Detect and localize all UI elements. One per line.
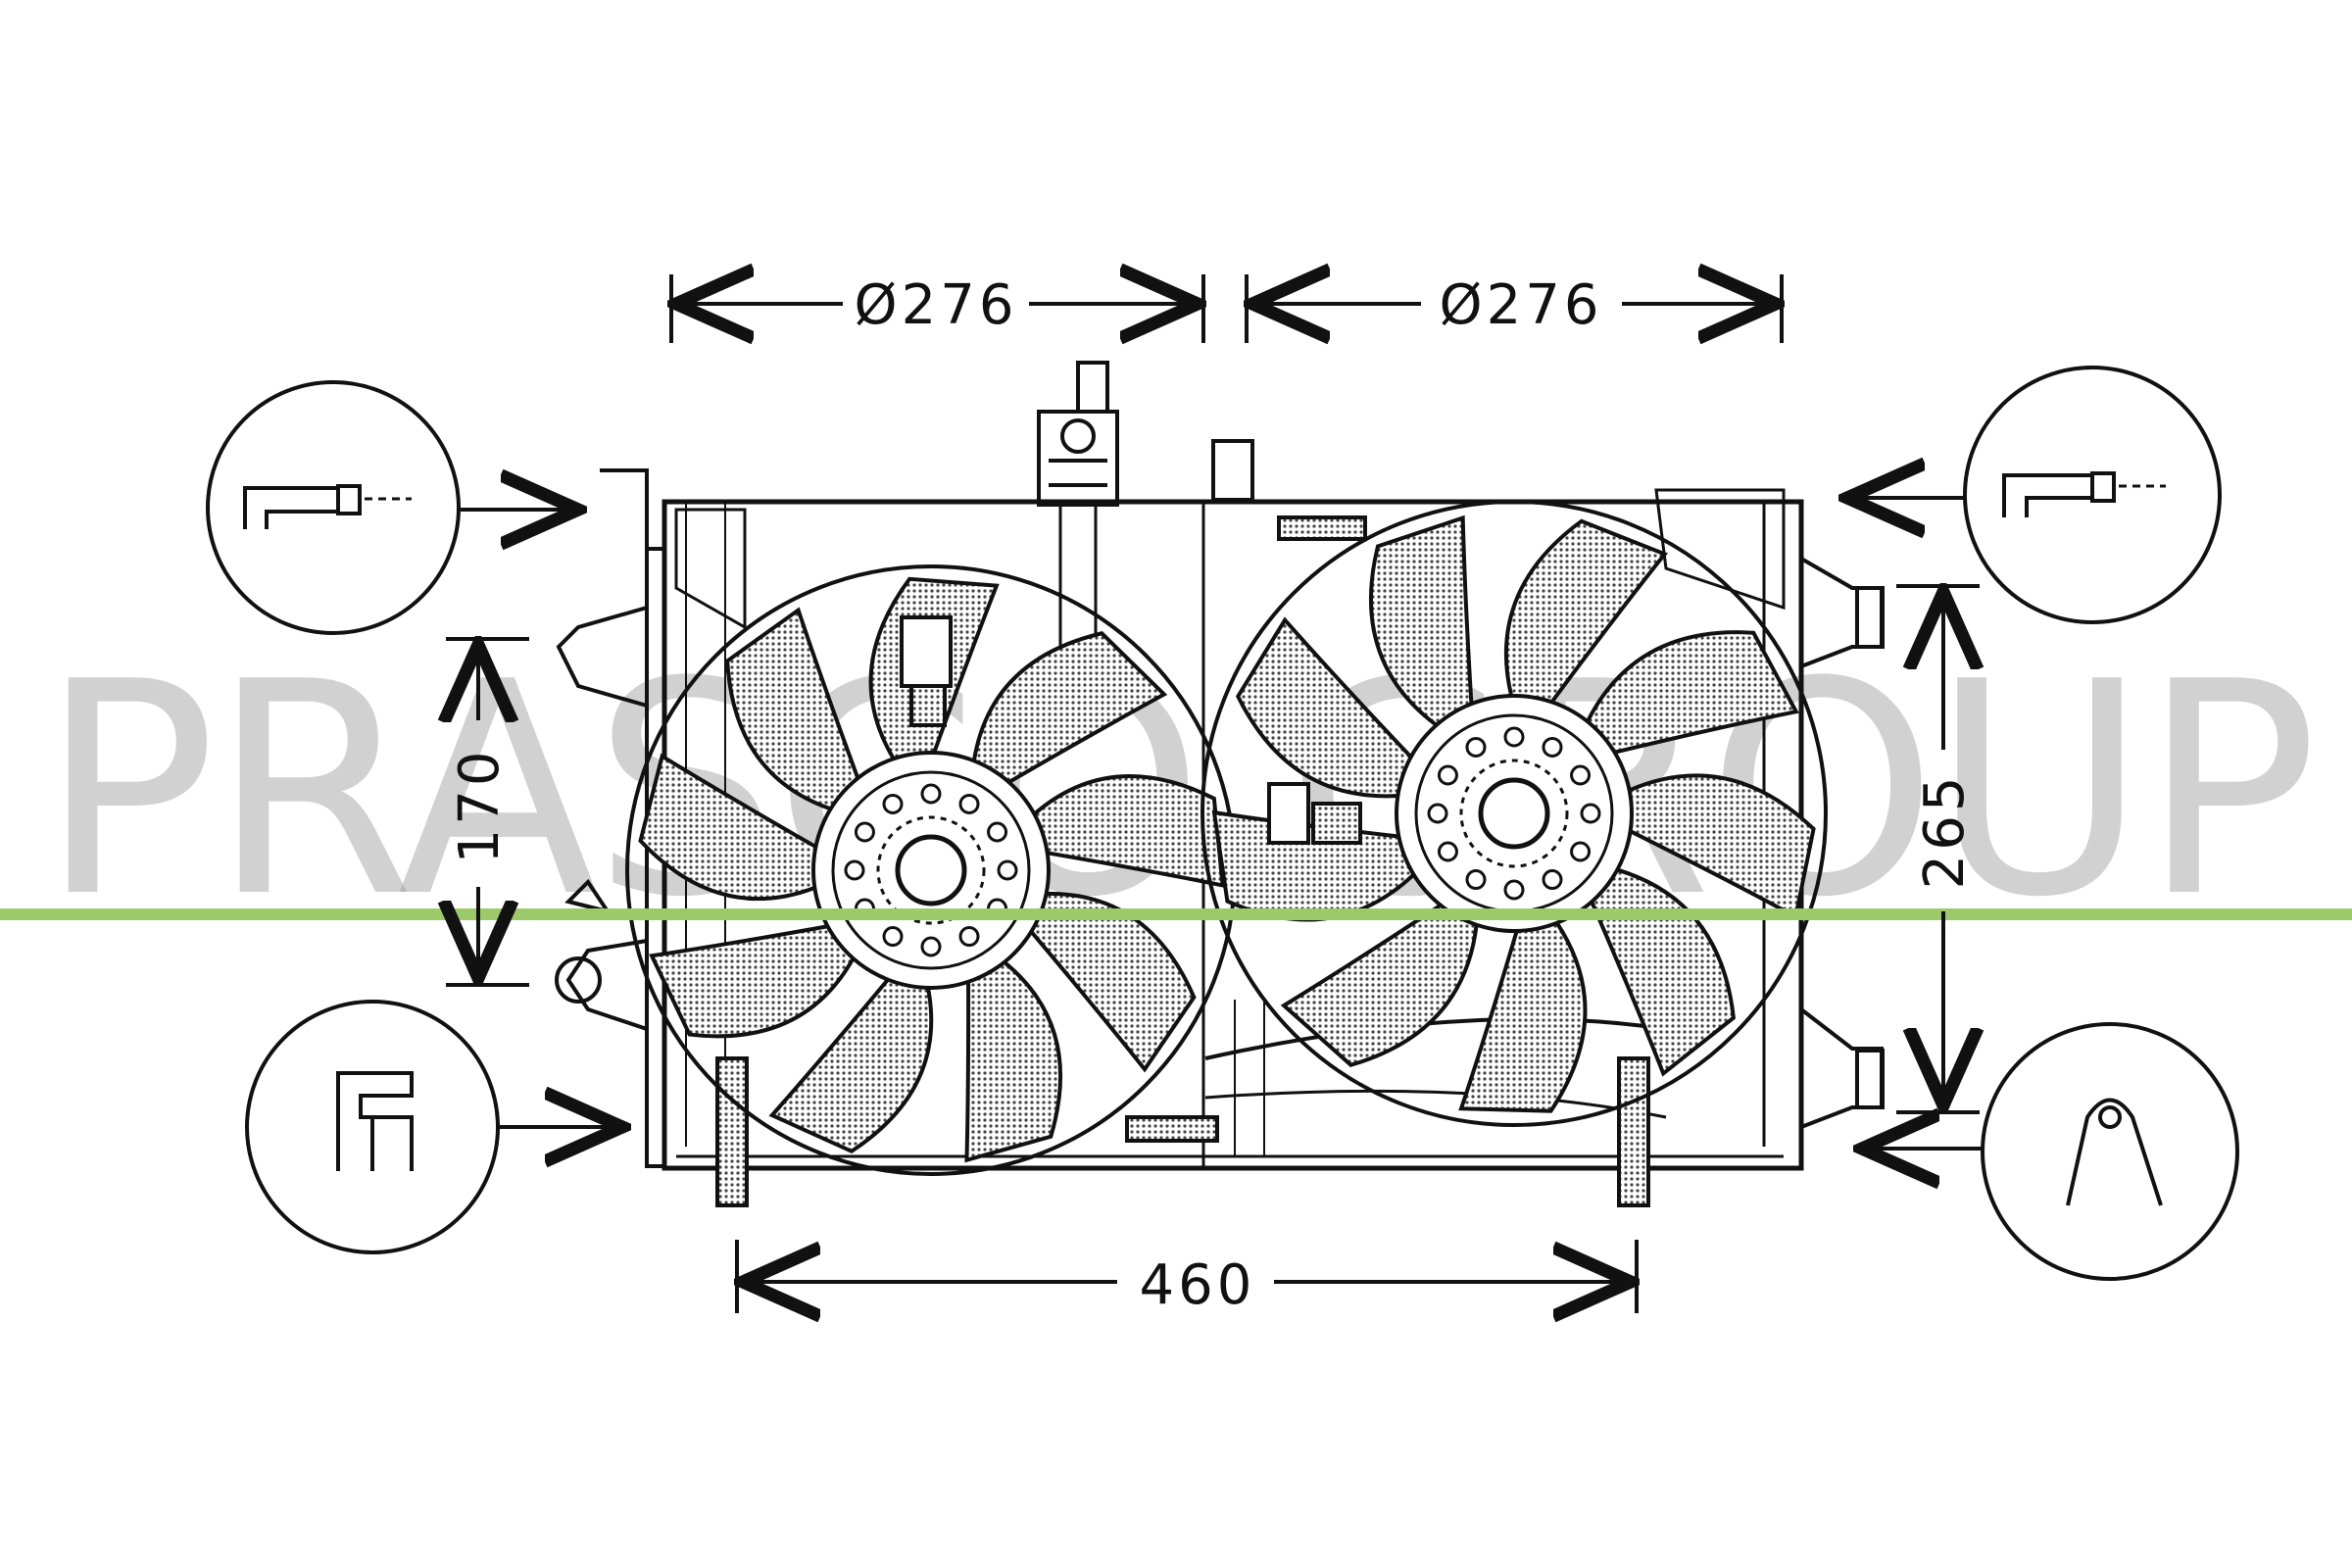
right-side-mounts	[1799, 557, 1885, 1129]
hub-bolt	[997, 859, 1018, 881]
fan-blade	[1627, 773, 1816, 920]
fan-blade	[1280, 903, 1479, 1067]
hub-bolt	[882, 926, 904, 948]
fan-blade	[638, 753, 818, 902]
bent-pipe-connector-icon	[243, 484, 412, 529]
fan-blade	[1369, 514, 1474, 728]
fan-blade	[725, 607, 860, 811]
bent-pipe-connector-icon	[2002, 471, 2166, 517]
dimension-label-left-fan-diameter: Ø276	[855, 273, 1018, 337]
hub-bolt	[958, 793, 980, 814]
dimension-label-left-mount-height: 170	[448, 748, 512, 864]
top-connector-right	[1211, 439, 1367, 541]
hub-bolt	[1503, 879, 1525, 901]
mounting-eye-icon	[2066, 1098, 2163, 1206]
hub-bolt	[1437, 764, 1458, 786]
hub-bolt	[987, 821, 1008, 843]
hub-bolt	[854, 821, 875, 843]
dimension-label-bottom-width: 460	[1140, 1253, 1256, 1317]
callout-bottom-right	[1862, 1022, 2239, 1281]
callout-top-left	[206, 380, 578, 635]
hub-bolt	[920, 783, 942, 805]
hub-bolt	[1465, 869, 1487, 891]
fan-blade	[964, 959, 1062, 1163]
motor-connectors	[900, 615, 1362, 845]
fan-blade	[1589, 867, 1737, 1077]
hub-bolt	[1503, 726, 1525, 748]
stepped-bracket-icon	[336, 1071, 414, 1171]
hub-bolt	[1580, 803, 1601, 824]
dimension-label-right-fan-diameter: Ø276	[1440, 273, 1603, 337]
fan-blade	[971, 631, 1168, 785]
hub-bolt	[1542, 869, 1563, 891]
right-fan-blades	[1211, 514, 1816, 1113]
callout-top-right	[1847, 366, 2222, 624]
fan-blade	[649, 924, 856, 1039]
fan-blade	[1458, 920, 1588, 1113]
fan-blade	[1029, 891, 1197, 1073]
hub-bolt	[920, 936, 942, 957]
hub-bolt	[1570, 764, 1592, 786]
dimension-label-right-mount-height: 265	[1913, 773, 1977, 890]
fan-blade	[768, 977, 934, 1154]
hub-bolt	[882, 793, 904, 814]
right-fan-hub-bolts	[1427, 726, 1601, 901]
hub-bolt	[1437, 841, 1458, 862]
hub-bolt	[958, 926, 980, 948]
fan-blade	[1585, 630, 1799, 755]
hub-bolt	[1465, 736, 1487, 758]
hub-bolt	[844, 859, 865, 881]
fan-blade	[1235, 616, 1414, 799]
right-fan	[1200, 500, 1828, 1127]
bottom-feet	[715, 1056, 1650, 1207]
callout-bottom-left	[245, 1000, 622, 1254]
watermark-stripe	[0, 908, 2352, 920]
fan-blade	[1503, 518, 1668, 705]
hub-bolt	[1542, 736, 1563, 758]
hub-bolt	[1570, 841, 1592, 862]
hub-bolt	[1427, 803, 1448, 824]
